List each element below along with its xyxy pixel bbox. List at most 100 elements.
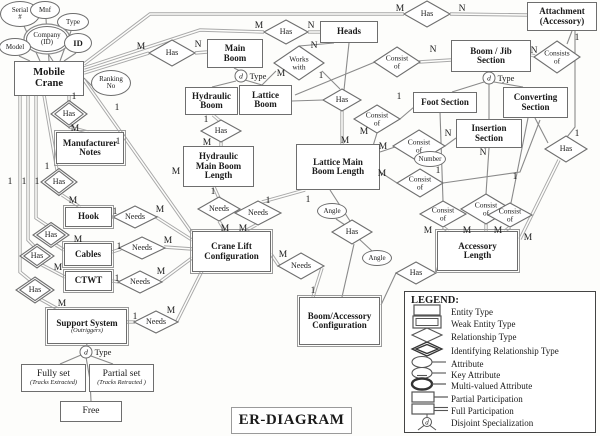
entity-label: Crane [35, 77, 63, 89]
cardinality-label: 1 [396, 92, 402, 102]
entity-label: Section [475, 132, 503, 143]
relationship-label: Has [28, 285, 42, 294]
relationship-label: Consist [431, 205, 455, 215]
entity-label: Length [463, 250, 492, 260]
cardinality-label: M [156, 267, 166, 277]
cardinality-label: 1 [7, 177, 13, 187]
legend-item-entity: Entity Type [405, 304, 493, 318]
cardinality-label: M [395, 4, 405, 14]
attribute-label: Type [66, 17, 80, 26]
legend-title: LEGEND: [411, 295, 459, 306]
cardinality-label: N [458, 4, 466, 14]
entity-label: CTWT [74, 275, 103, 286]
cardinality-label: 1 [44, 162, 50, 172]
attribute-company-id: Company(ID) [26, 26, 68, 52]
disjoint-circle-boom-jib-type: d [482, 71, 496, 85]
attribute-model: Model [0, 38, 31, 56]
entity-label: Boom / Jib [470, 45, 512, 56]
legend-item-label: Key Attribute [451, 369, 501, 380]
relationship-label: Needs [291, 261, 311, 270]
attribute-label: ID [73, 37, 83, 48]
entity-label: Accessory [458, 240, 497, 251]
relationship-label: Consist [498, 206, 522, 216]
relationship-label: Has [409, 268, 423, 277]
entity-label: Crane Lift [211, 241, 252, 252]
entity-label: Configuration [312, 320, 367, 330]
relationship-label: of [393, 61, 401, 70]
cardinality-label: M [254, 21, 264, 31]
attribute-id-key: ID [64, 33, 92, 53]
cardinality-label: 1 [132, 312, 138, 322]
entity-label: Hydraulic [198, 151, 238, 162]
relationship-label: Has [335, 95, 349, 104]
entity-label: Boom [200, 100, 223, 110]
relationship-needs-hydraulic: Needs [209, 205, 229, 213]
cardinality-label: M [359, 127, 369, 137]
legend-item-label: Multi-valued Attribute [451, 380, 533, 391]
entity-label: Heads [336, 26, 361, 37]
relationship-label: Has [214, 126, 228, 135]
entity-label: Attachment [539, 6, 585, 17]
relationship-label: of [506, 214, 514, 223]
entity-label: Length [204, 170, 233, 181]
cardinality-label: 1 [310, 286, 316, 296]
cardinality-label: 1 [116, 242, 122, 252]
entity-label: Manufacturer [62, 137, 118, 148]
entity-sublabel: (Tracks Retracted ) [97, 378, 146, 386]
relationship-label: Has [165, 48, 179, 57]
entity-label: Converting [513, 92, 558, 103]
relationship-label: Has [559, 144, 573, 153]
relationship-label: Consist [365, 110, 389, 120]
legend-full-participation-icon [405, 402, 451, 419]
relationship-label: Has [345, 227, 359, 236]
relationship-has-cables: Has [45, 231, 57, 239]
relationship-label: Needs [125, 212, 145, 221]
relationship-label: of [439, 213, 447, 222]
entity-partial-set: Partial set(Tracks Retracted ) [89, 364, 154, 392]
cardinality-label: N [307, 21, 315, 31]
relationship-has-manufacturer-notes: Has [63, 110, 75, 118]
cardinality-label: M [220, 224, 230, 234]
legend-item-label: Partial Participation [451, 393, 523, 404]
attribute-type: Type [57, 13, 89, 31]
legend-item-label: Relationship Type [451, 331, 517, 342]
cardinality-label: M [462, 226, 472, 236]
disjoint-circle-support-type: d [79, 345, 93, 359]
attribute-label: Mnf [38, 5, 52, 14]
attribute-label: # [18, 13, 22, 21]
attribute-label: Angle [368, 253, 386, 262]
attribute-label: Number [418, 154, 442, 163]
entity-label: Main [224, 43, 246, 54]
legend-item-label: Weak Entity Type [451, 318, 516, 329]
relationship-label: Consist [407, 137, 431, 147]
legend-item-label: Full Participation [451, 405, 514, 416]
cardinality-label: M [278, 250, 288, 260]
relationship-has-attachment: Has [421, 10, 433, 18]
entity-label: Support System [56, 317, 118, 328]
cardinality-label: 1 [34, 177, 40, 187]
entity-label: Lattice [252, 89, 279, 100]
relationship-label: Needs [248, 208, 268, 217]
relationship-has-hook: Has [53, 178, 65, 186]
cardinality-label: N [194, 40, 202, 50]
attribute-label: Angle [323, 206, 341, 215]
relationship-label: of [415, 145, 423, 154]
legend-item-label: Attribute [451, 358, 484, 369]
specialization-type-label: Type [249, 71, 267, 81]
cardinality-label: M [238, 224, 248, 234]
relationship-label: Has [279, 27, 293, 36]
entity-label: Lattice Main [313, 156, 363, 167]
cardinality-label: M [423, 226, 433, 236]
legend-item-label: Identifying Relationship Type [451, 345, 559, 356]
